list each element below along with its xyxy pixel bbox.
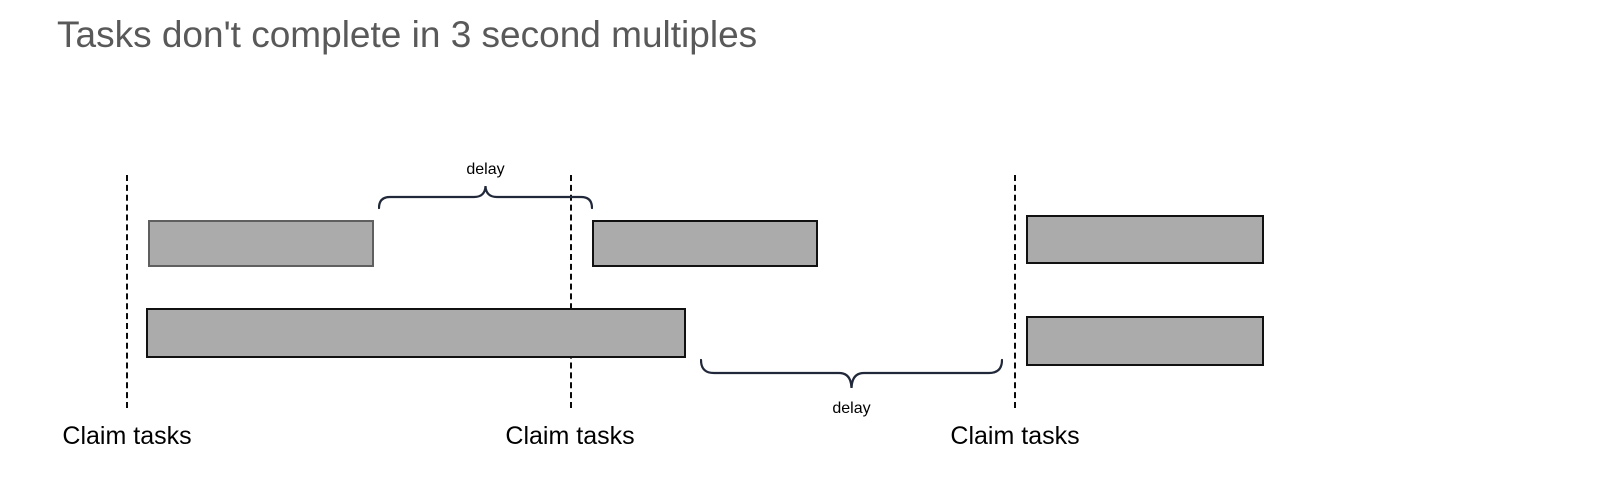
claim-line-3 bbox=[1014, 175, 1016, 408]
task-bar-row1-first bbox=[148, 220, 374, 267]
delay-brace-top-icon bbox=[378, 184, 593, 210]
claim-tasks-label-2: Claim tasks bbox=[505, 422, 635, 450]
task-bar-row2-long bbox=[146, 308, 686, 358]
delay-brace-bottom-icon bbox=[700, 358, 1003, 392]
claim-line-1 bbox=[126, 175, 128, 408]
claim-tasks-label-3: Claim tasks bbox=[950, 422, 1080, 450]
task-bar-row1-third bbox=[1026, 215, 1264, 264]
task-bar-row1-second bbox=[592, 220, 818, 267]
delay-label-top: delay bbox=[466, 161, 505, 178]
delay-label-bottom: delay bbox=[832, 400, 871, 417]
page-title: Tasks don't complete in 3 second multipl… bbox=[57, 14, 758, 55]
claim-tasks-label-1: Claim tasks bbox=[62, 422, 192, 450]
claim-line-2 bbox=[570, 175, 572, 408]
task-bar-row2-second bbox=[1026, 316, 1264, 366]
